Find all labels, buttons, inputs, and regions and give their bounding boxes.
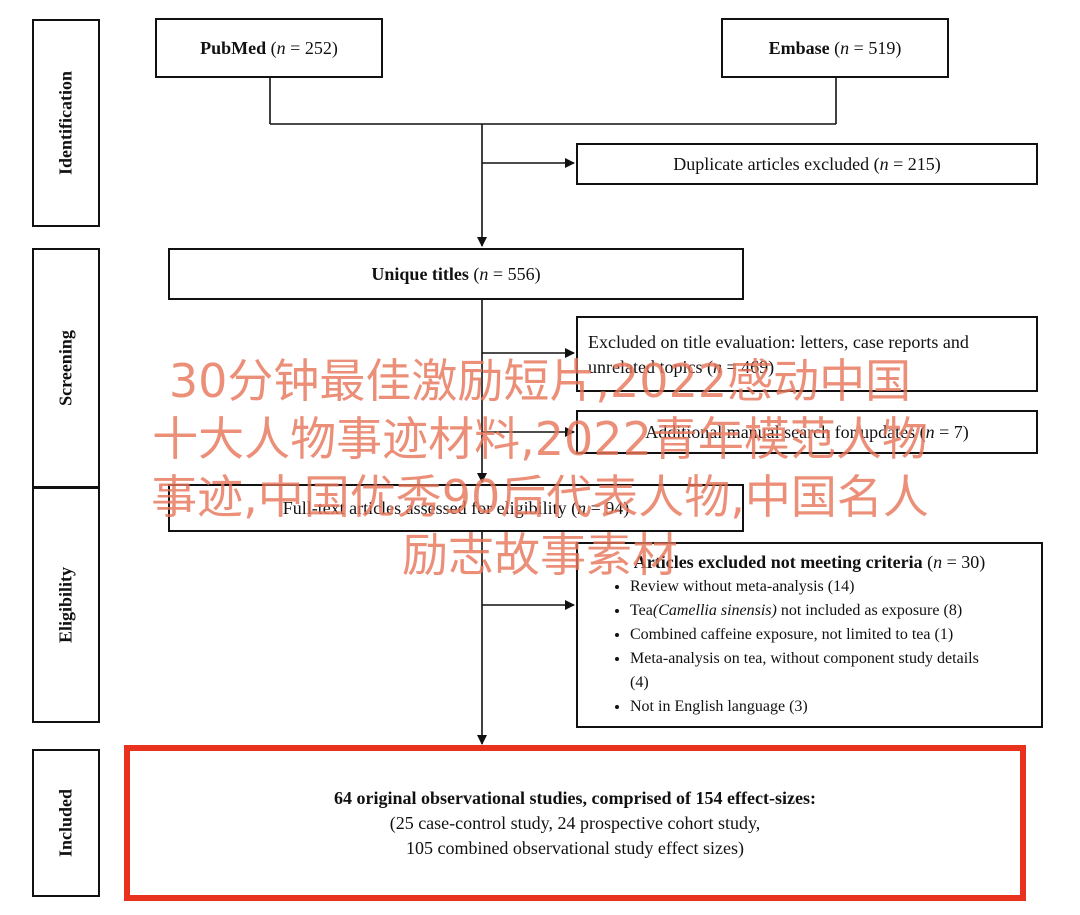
additional-search-box: Additional manual search for updates (n … xyxy=(576,410,1038,454)
criteria-item-text: Meta-analysis on tea, without component … xyxy=(630,650,979,667)
embase-count: 519 xyxy=(868,37,896,58)
unique-titles-text: Unique titles xyxy=(371,263,469,284)
stage-identification-label: Identification xyxy=(55,70,76,176)
criteria-item-italic: (Camellia sinensis) xyxy=(652,602,777,619)
criteria-item: Tea(Camellia sinensis) not included as e… xyxy=(630,599,1031,623)
additional-search-text: Additional manual search for updates xyxy=(645,421,916,442)
criteria-item-text: not included as exposure (8) xyxy=(776,602,963,619)
criteria-item: Review without meta-analysis (14) xyxy=(630,575,1031,599)
criteria-excluded-box: Articles excluded not meeting criteria (… xyxy=(576,542,1043,728)
duplicates-text: Duplicate articles excluded xyxy=(673,153,870,174)
embase-box: Embase (n = 519) xyxy=(721,18,949,78)
pubmed-n-prefix: n xyxy=(276,37,286,58)
unique-count: 556 xyxy=(507,263,535,284)
embase-name: Embase xyxy=(768,37,830,58)
included-highlight-frame: 64 original observational studies, compr… xyxy=(124,745,1026,901)
criteria-item: Not in English language (3) xyxy=(630,695,1031,719)
title-excluded-count: 469 xyxy=(741,357,769,377)
stage-screening: Screening xyxy=(32,248,100,488)
title-excluded-box: Excluded on title evaluation: letters, c… xyxy=(576,316,1038,392)
duplicates-n-prefix: n xyxy=(879,153,889,174)
pubmed-count: 252 xyxy=(304,37,332,58)
additional-count: 7 xyxy=(953,421,963,442)
unique-titles-box: Unique titles (n = 556) xyxy=(168,248,744,300)
included-line2: (25 case-control study, 24 prospective c… xyxy=(389,812,761,833)
fulltext-count: 94 xyxy=(605,497,624,518)
stage-eligibility-label: Eligibility xyxy=(55,566,76,644)
included-line3: 105 combined observational study effect … xyxy=(405,837,745,858)
criteria-excluded-title: Articles excluded not meeting criteria xyxy=(633,552,923,572)
criteria-item: Combined caffeine exposure, not limited … xyxy=(630,623,1031,647)
criteria-item-text: Tea xyxy=(630,602,653,619)
criteria-count: 30 xyxy=(961,552,980,572)
criteria-item: Meta-analysis on tea, without component … xyxy=(630,647,1031,695)
pubmed-name: PubMed xyxy=(200,37,267,58)
stage-screening-label: Screening xyxy=(55,330,76,406)
fulltext-box: Full-text articles assessed for eligibil… xyxy=(168,484,744,532)
stage-included-label: Included xyxy=(55,788,76,858)
unique-n-prefix: n xyxy=(479,263,489,284)
pubmed-box: PubMed (n = 252) xyxy=(155,18,383,78)
criteria-list: Review without meta-analysis (14) Tea(Ca… xyxy=(588,575,1031,719)
duplicates-box: Duplicate articles excluded (n = 215) xyxy=(576,143,1038,185)
fulltext-n-prefix: n xyxy=(577,497,587,518)
stage-identification: Identification xyxy=(32,19,100,227)
included-line1: 64 original observational studies, compr… xyxy=(334,787,816,808)
additional-n-prefix: n xyxy=(925,421,935,442)
embase-n-prefix: n xyxy=(840,37,850,58)
title-excluded-line2: unrelated topics xyxy=(588,357,703,377)
duplicates-count: 215 xyxy=(907,153,935,174)
title-excluded-n-prefix: n xyxy=(712,357,722,377)
criteria-n-prefix: n xyxy=(933,552,943,572)
title-excluded-line1: Excluded on title evaluation: letters, c… xyxy=(588,332,969,352)
fulltext-text: Full-text articles assessed for eligibil… xyxy=(282,497,567,518)
criteria-item-text: (4) xyxy=(630,674,649,691)
stage-eligibility: Eligibility xyxy=(32,487,100,723)
stage-included: Included xyxy=(32,749,100,897)
